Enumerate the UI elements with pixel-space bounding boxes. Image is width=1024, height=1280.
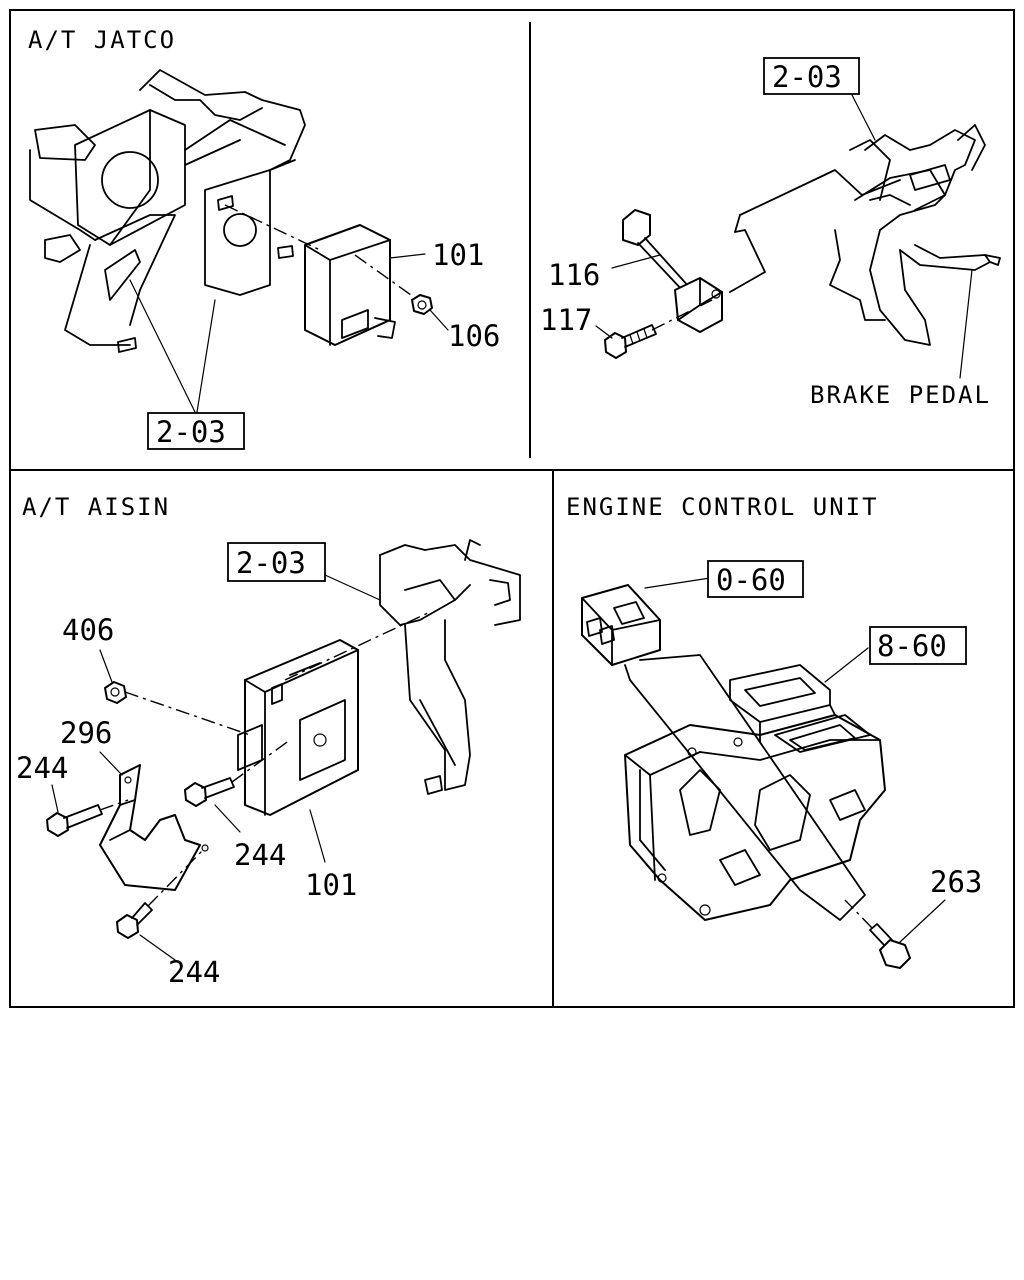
aisin-bracket-296 <box>99 764 209 891</box>
aisin-nut-406 <box>104 681 251 736</box>
brake-bolt-117 <box>604 299 713 359</box>
aisin-callout-bracket: 296 <box>60 716 112 750</box>
panel-title-jatco: A/T JATCO <box>28 26 176 54</box>
aisin-bolt-bottom <box>116 847 206 939</box>
panel-ecu: ENGINE CONTROL UNIT <box>566 493 982 969</box>
aisin-ref-box <box>227 542 326 582</box>
diagram-frame <box>9 9 1015 1008</box>
jatco-ref-label: 2-03 <box>156 415 226 449</box>
panel-aisin: A/T AISIN <box>16 493 521 989</box>
ecu-heater-unit-drawing <box>624 664 886 921</box>
aisin-callout-controller: 101 <box>305 868 357 902</box>
ecu-bolt-263 <box>844 899 911 969</box>
aisin-pedal-bracket-drawing <box>379 539 521 795</box>
aisin-ref-label: 2-03 <box>236 546 306 580</box>
panel-brake: 116 117 2-03 BRAKE PEDAL <box>540 57 1001 409</box>
aisin-bolt-left <box>46 799 129 837</box>
brake-switch-116 <box>622 209 723 333</box>
ecu-module <box>581 584 661 666</box>
brake-callout-switch: 116 <box>548 258 600 292</box>
ecu-heater-ref-label: 8-60 <box>877 629 947 663</box>
brake-ref-box <box>763 57 860 95</box>
brake-pedal-label: BRAKE PEDAL <box>810 381 991 409</box>
aisin-callout-bolt-middle: 244 <box>234 838 286 872</box>
jatco-controller-101 <box>224 204 419 346</box>
ecu-heater-ref-box <box>869 626 967 665</box>
panel-title-ecu: ENGINE CONTROL UNIT <box>566 493 879 521</box>
ecu-connector-ref-label: 0-60 <box>716 563 786 597</box>
brake-pedal-bracket-drawing <box>829 124 1001 346</box>
jatco-pedal-bracket-drawing <box>29 69 306 353</box>
aisin-callout-bolt-left: 244 <box>16 751 68 785</box>
brake-ref-label: 2-03 <box>772 60 842 94</box>
panel-jatco: A/T JATCO <box>28 26 500 450</box>
ecu-callout-bolt: 263 <box>930 865 982 899</box>
panel-title-aisin: A/T AISIN <box>22 493 170 521</box>
jatco-ref-box <box>147 412 245 450</box>
ecu-connector-ref-box <box>707 560 804 598</box>
jatco-callout-controller: 101 <box>432 238 484 272</box>
aisin-bolt-middle <box>184 739 291 807</box>
aisin-callout-nut: 406 <box>62 613 114 647</box>
aisin-callout-bolt-bottom: 244 <box>168 955 220 989</box>
brake-callout-bolt: 117 <box>540 303 592 337</box>
aisin-controller-101 <box>237 611 431 816</box>
jatco-nut-106 <box>411 294 433 315</box>
jatco-callout-nut: 106 <box>448 319 500 353</box>
